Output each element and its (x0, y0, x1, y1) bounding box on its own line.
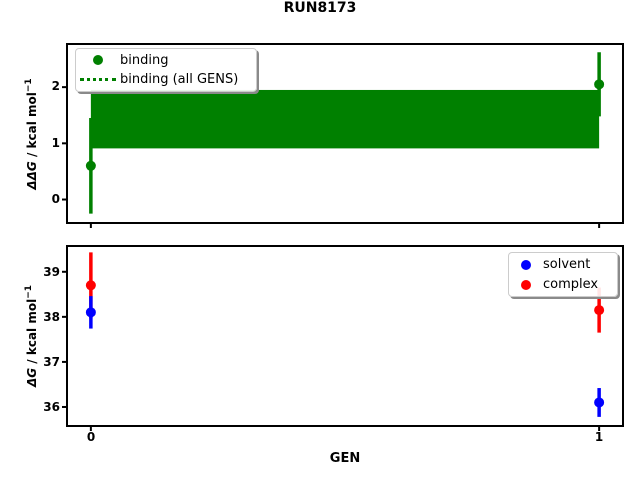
legend-item-binding-all-gens: binding (all GENS) (76, 71, 256, 88)
legend-label-complex: complex (543, 277, 599, 292)
top-plot-legend: binding binding (all GENS) (75, 48, 257, 92)
top-plot-ytick-0: 0 (51, 192, 60, 206)
xtick-1: 1 (594, 430, 604, 444)
bottom-plot-legend: solvent complex (508, 252, 618, 297)
top-plot-ylabel: ΔΔG / kcal mol−1 (21, 24, 39, 244)
top-plot-ytick-2: 2 (51, 79, 60, 93)
binding-all-gens-dotted-line-icon (80, 78, 116, 82)
top-plot-ytick-1: 1 (51, 136, 60, 150)
xaxis-label: GEN (329, 451, 361, 466)
bottom-plot-ytick-36: 36 (43, 400, 60, 414)
legend-item-solvent: solvent (509, 256, 617, 273)
solvent-dot-icon (521, 259, 531, 270)
xtick-0: 0 (86, 430, 96, 444)
binding-dot-icon (93, 55, 103, 66)
bottom-ylabel-exponent: −1 (24, 284, 34, 299)
bottom-plot-ytick-39: 39 (43, 265, 60, 279)
figure-title: RUN8173 (283, 0, 357, 16)
top-ylabel-exponent: −1 (24, 78, 34, 93)
legend-item-binding: binding (76, 52, 256, 69)
bottom-plot-ytick-38: 38 (43, 310, 60, 324)
legend-item-complex: complex (509, 276, 617, 293)
top-ylabel-symbol: ΔΔG (25, 161, 39, 190)
complex-dot-icon (521, 279, 531, 290)
top-plot-area (66, 43, 624, 224)
bottom-plot-ylabel: ΔG / kcal mol−1 (21, 226, 39, 446)
bottom-ylabel-unit: / kcal mol (25, 298, 39, 368)
legend-label-binding: binding (120, 52, 169, 68)
legend-label-solvent: solvent (543, 257, 591, 272)
bottom-ylabel-symbol: ΔG (25, 367, 39, 388)
bottom-plot-ytick-37: 37 (43, 355, 60, 369)
bottom-plot-area (66, 245, 624, 427)
legend-label-binding-all-gens: binding (all GENS) (120, 72, 239, 88)
top-ylabel-unit: / kcal mol (25, 92, 39, 162)
